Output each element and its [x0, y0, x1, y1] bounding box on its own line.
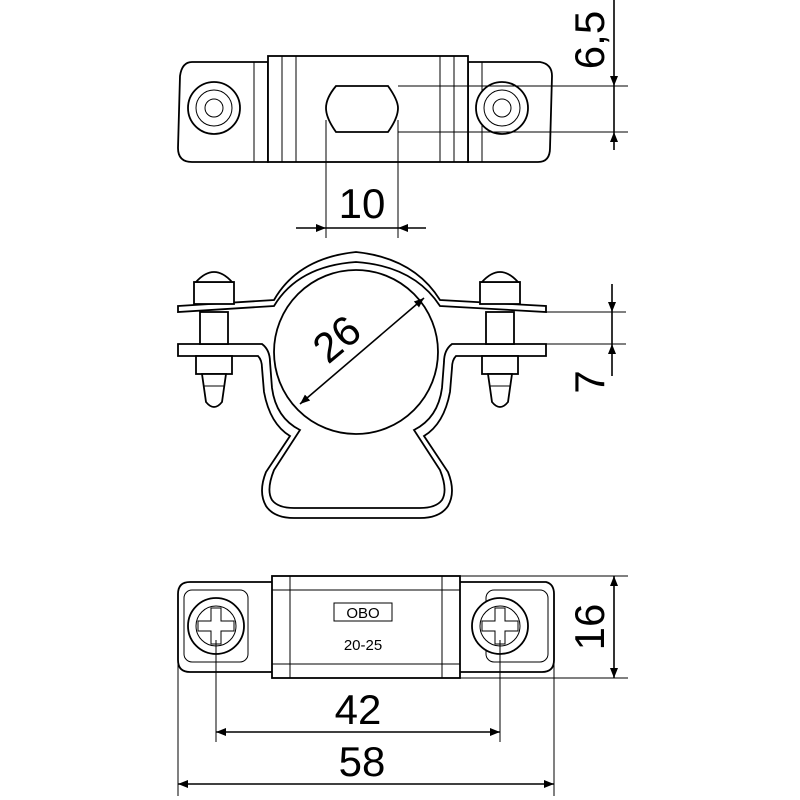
overall-length-dimension: 58 — [339, 738, 386, 785]
top-right-screw-icon — [475, 81, 529, 135]
top-height-dimension: 6,5 — [566, 11, 613, 69]
size-range-marking: 20-25 — [344, 637, 382, 654]
clip-height-dimension: 7 — [566, 370, 613, 393]
brand-marking: OBO — [346, 605, 379, 622]
front-view: 26 7 — [177, 251, 626, 519]
front-left-bolt-icon — [193, 271, 235, 408]
top-left-screw-icon — [187, 81, 241, 135]
hole-spacing-dimension: 42 — [335, 686, 382, 733]
top-view: 6,5 10 — [177, 0, 628, 238]
top-slot-width-dimension: 10 — [339, 180, 386, 227]
bottom-view: OBO 20-25 16 42 58 — [177, 575, 628, 796]
bottom-height-dimension: 16 — [566, 604, 613, 651]
front-right-bolt-icon — [479, 271, 521, 408]
